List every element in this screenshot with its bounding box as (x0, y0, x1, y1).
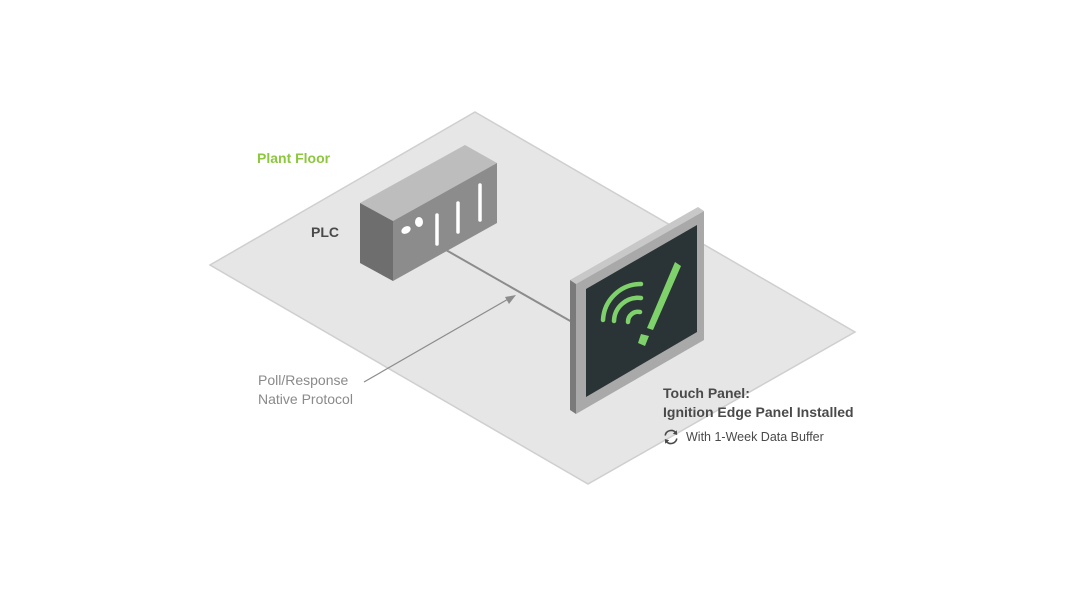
exclamation-bar (647, 262, 681, 330)
signal-arc-large (600, 281, 644, 323)
protocol-leader-arrowhead (505, 295, 516, 304)
plant-floor-label: Plant Floor (257, 150, 331, 166)
touch-panel-title: Touch Panel: Ignition Edge Panel Install… (663, 384, 854, 422)
protocol-label-line-1: Poll/Response (258, 372, 349, 388)
protocol-leader-line (363, 297, 511, 383)
panel-frame-top (570, 207, 704, 284)
signal-arc-small (625, 309, 643, 325)
signal-arc-medium (611, 295, 644, 324)
plc-front-face (393, 163, 497, 281)
plc-device (360, 145, 497, 281)
protocol-label-line-2: Native Protocol (258, 391, 353, 407)
exclamation-dot (638, 334, 649, 346)
plc-label: PLC (311, 224, 339, 240)
connection-line (445, 249, 573, 323)
plc-led-2 (415, 217, 423, 227)
plc-led-1 (401, 226, 411, 234)
touch-panel-title-line-2: Ignition Edge Panel Installed (663, 404, 854, 420)
data-buffer-note: With 1-Week Data Buffer (662, 428, 824, 446)
touch-panel-title-line-1: Touch Panel: (663, 385, 750, 401)
sync-icon (664, 429, 678, 445)
touch-panel-device (570, 207, 704, 414)
plc-top-face (360, 145, 497, 221)
protocol-label: Poll/Response Native Protocol (258, 371, 353, 409)
wireless-alert-icon (600, 262, 681, 346)
data-buffer-text: With 1-Week Data Buffer (686, 430, 824, 444)
panel-frame-side (570, 280, 576, 414)
plc-left-face (360, 203, 393, 281)
